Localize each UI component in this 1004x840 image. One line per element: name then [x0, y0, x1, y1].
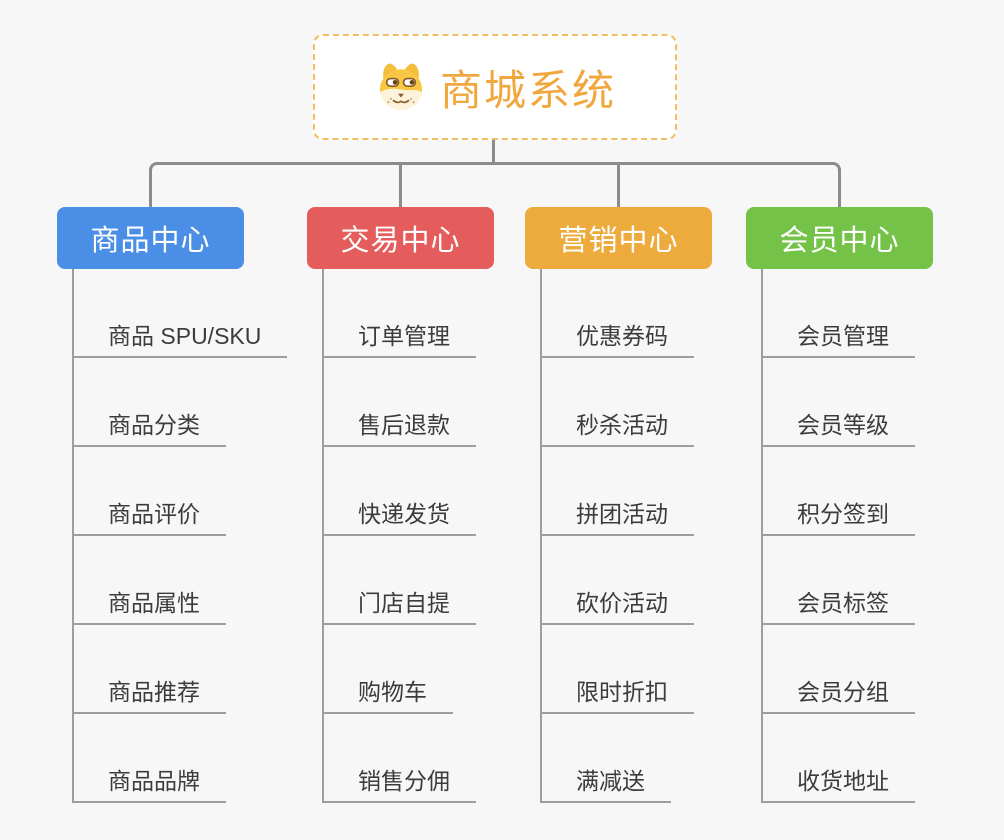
mindmap-item[interactable]: 订单管理: [324, 269, 476, 358]
mindmap-item[interactable]: 商品评价: [74, 447, 226, 536]
mindmap-item[interactable]: 满减送: [542, 714, 671, 803]
mindmap-item[interactable]: 拼团活动: [542, 447, 694, 536]
mindmap-item[interactable]: 购物车: [324, 625, 453, 714]
mindmap-item[interactable]: 限时折扣: [542, 625, 694, 714]
mindmap-item[interactable]: 商品属性: [74, 536, 226, 625]
mindmap-item[interactable]: 销售分佣: [324, 714, 476, 803]
mindmap-item[interactable]: 积分签到: [763, 447, 915, 536]
mindmap-item[interactable]: 售后退款: [324, 358, 476, 447]
branch-node-marketing-center[interactable]: 营销中心: [525, 207, 712, 269]
mindmap-item[interactable]: 商品推荐: [74, 625, 226, 714]
root-node[interactable]: 商城系统: [313, 34, 677, 140]
mindmap-item[interactable]: 商品品牌: [74, 714, 226, 803]
mindmap-item[interactable]: 秒杀活动: [542, 358, 694, 447]
mindmap-item[interactable]: 快递发货: [324, 447, 476, 536]
branch-node-member-center[interactable]: 会员中心: [746, 207, 933, 269]
connector-drop-marketing: [617, 164, 620, 207]
mindmap-item[interactable]: 砍价活动: [542, 536, 694, 625]
branch-label: 营销中心: [558, 225, 679, 257]
branch-label: 商品中心: [90, 225, 211, 257]
branch-children-trade-center: 订单管理 售后退款 快递发货 门店自提 购物车 销售分佣: [322, 269, 552, 803]
dog-face-icon: [374, 60, 428, 114]
branch-children-marketing-center: 优惠券码 秒杀活动 拼团活动 砍价活动 限时折扣 满减送: [540, 269, 770, 803]
mindmap-item[interactable]: 会员标签: [763, 536, 915, 625]
branch-node-product-center[interactable]: 商品中心: [57, 207, 244, 269]
mindmap-item[interactable]: 门店自提: [324, 536, 476, 625]
connector-drop-trade: [399, 164, 402, 207]
mindmap-item[interactable]: 收货地址: [763, 714, 915, 803]
mindmap-item[interactable]: 会员分组: [763, 625, 915, 714]
mindmap-item[interactable]: 优惠券码: [542, 269, 694, 358]
mindmap-item[interactable]: 商品分类: [74, 358, 226, 447]
branch-children-member-center: 会员管理 会员等级 积分签到 会员标签 会员分组 收货地址: [761, 269, 991, 803]
mindmap-item[interactable]: 会员管理: [763, 269, 915, 358]
connector-root-drop: [492, 140, 495, 163]
mindmap-item[interactable]: 商品 SPU/SKU: [74, 269, 288, 358]
root-title: 商城系统: [439, 66, 616, 114]
branch-children-product-center: 商品 SPU/SKU 商品分类 商品评价 商品属性 商品推荐 商品品牌: [72, 269, 302, 803]
branch-label: 会员中心: [779, 225, 900, 257]
branch-node-trade-center[interactable]: 交易中心: [307, 207, 494, 269]
connector-bus: [149, 162, 841, 207]
mindmap-item[interactable]: 会员等级: [763, 358, 915, 447]
branch-label: 交易中心: [340, 225, 461, 257]
